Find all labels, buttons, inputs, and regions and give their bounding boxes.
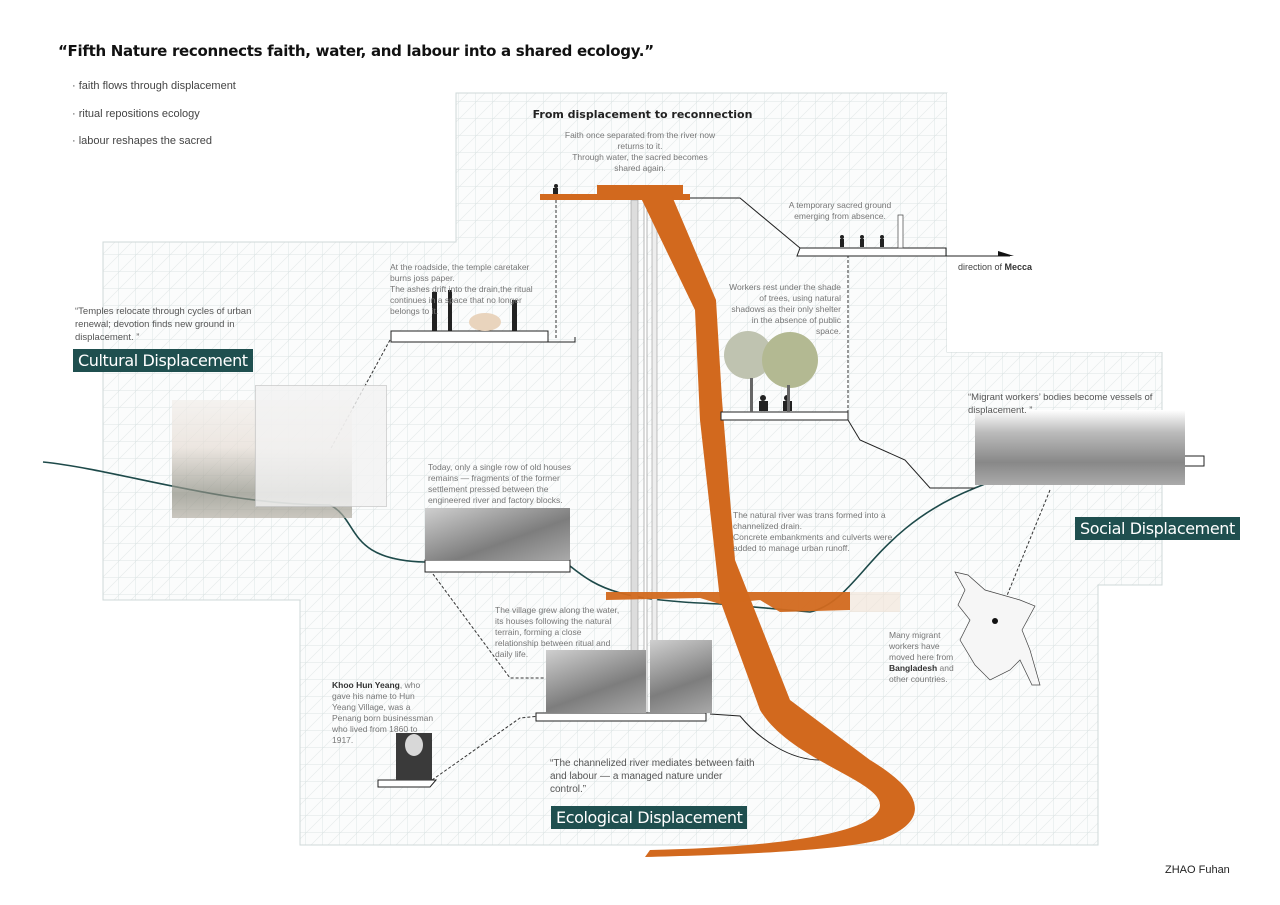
social-quote: “Migrant workers’ bodies become vessels … (968, 392, 1153, 416)
trees (724, 331, 818, 412)
center-heading: From displacement to reconnection (532, 108, 753, 121)
joss-paper-fire (469, 313, 501, 331)
river-text-1: The natural river was trans formed into … (733, 510, 886, 531)
village-photo (546, 650, 646, 713)
roadside-text-2: The ashes drift into the drain,the ritua… (390, 284, 533, 316)
village-text: The village grew along the water, its ho… (495, 605, 620, 659)
bangladesh-map (954, 571, 1041, 686)
ecological-quote: “The channelized river mediates between … (550, 758, 755, 795)
workers-rest-text: Workers rest under the shade of trees, u… (729, 282, 841, 336)
orange-river (540, 185, 915, 857)
river-text-2: Concrete embankments and culverts were a… (733, 532, 893, 553)
center-text-2: Through water, the sacred becomes shared… (572, 152, 708, 173)
platforms (377, 247, 1205, 788)
bullet-2: · ritual repositions ecology (72, 108, 200, 120)
roadside-text-1: At the roadside, the temple caretaker bu… (390, 262, 530, 283)
map-collage (255, 385, 387, 507)
ecological-displacement-label: Ecological Displacement (551, 806, 748, 829)
houses-text: Today, only a single row of old houses r… (428, 462, 572, 505)
factory-workers-photo (975, 410, 1185, 485)
mecca-note: A temporary sacred ground emerging from … (788, 200, 892, 221)
author-name: ZHAO Fuhan (1165, 864, 1230, 876)
bangladesh-text: Many migrant workers have moved here fro… (889, 630, 954, 684)
mecca-direction: direction of Mecca (958, 262, 1033, 272)
cultural-quote: “Temples relocate through cycles of urba… (75, 306, 252, 343)
khoo-text: Khoo Hun Yeang, who gave his name to Hun… (332, 680, 434, 745)
street-photo (650, 640, 712, 713)
bullet-1: · faith flows through displacement (72, 80, 236, 92)
bullet-3: · labour reshapes the sacred (72, 135, 213, 147)
old-houses-photo (425, 508, 570, 560)
social-displacement-label: Social Displacement (1075, 517, 1240, 540)
main-title: “Fifth Nature reconnects faith, water, a… (58, 42, 654, 60)
center-text-1: Faith once separated from the river now … (564, 130, 716, 151)
cultural-displacement-label: Cultural Displacement (73, 349, 253, 372)
